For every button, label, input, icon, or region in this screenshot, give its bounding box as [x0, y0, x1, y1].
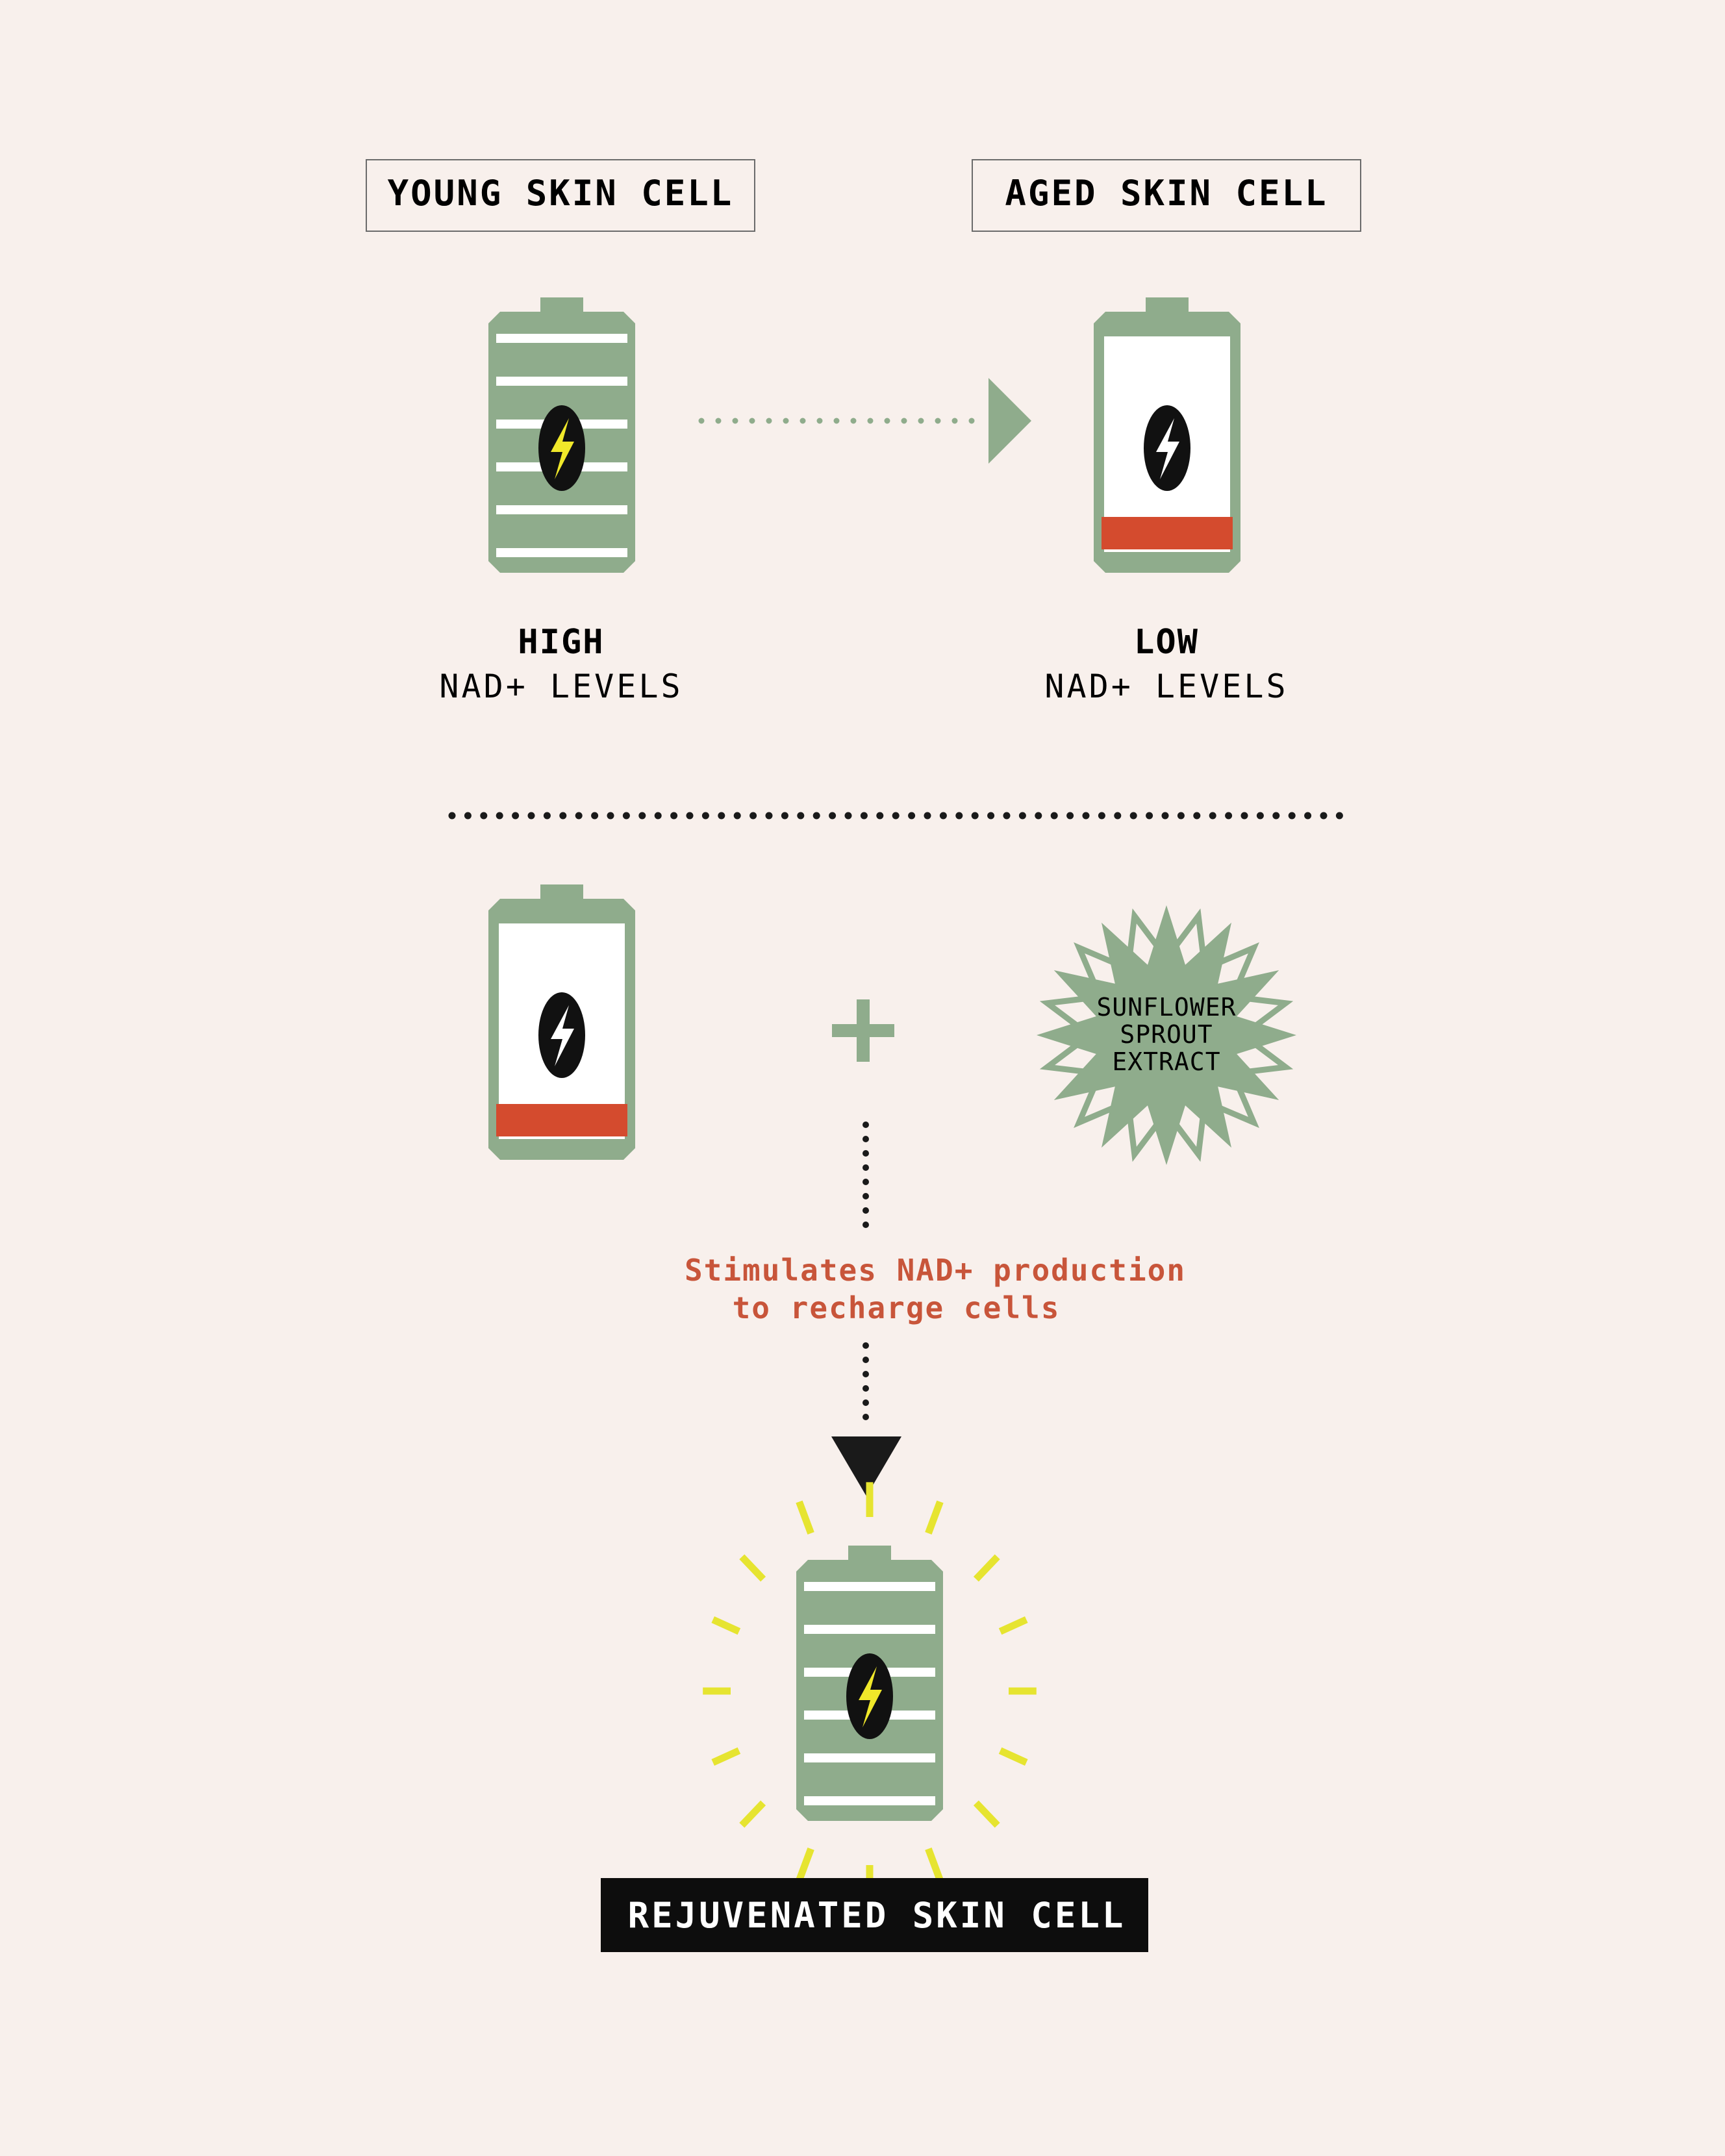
battery-full-icon: [488, 297, 635, 573]
arrow-down-icon: [831, 1342, 901, 1496]
glow-ray: [973, 1800, 1000, 1828]
glow-rays: [703, 1482, 1037, 1900]
aged-skin-cell-text: AGED SKIN CELL: [1005, 173, 1328, 214]
starburst-icon: SUNFLOWER SPROUT EXTRACT: [1037, 905, 1296, 1165]
glow-ray: [739, 1800, 766, 1828]
young-skin-cell-label: YOUNG SKIN CELL: [366, 159, 755, 232]
extract-line-1: SUNFLOWER: [1097, 993, 1237, 1022]
battery-low-icon: [488, 884, 635, 1160]
glow-ray: [796, 1847, 814, 1882]
glow-ray: [739, 1554, 766, 1582]
glow-ray: [973, 1554, 1000, 1582]
aged-skin-cell-label: AGED SKIN CELL: [972, 159, 1361, 232]
high-sub-label: NAD+ LEVELS: [439, 668, 683, 705]
arrow-right-icon: [698, 378, 1031, 464]
plus-icon: [832, 999, 894, 1062]
glow-ray: [925, 1847, 944, 1882]
extract-line-2: SPROUT: [1120, 1020, 1213, 1049]
rejuvenated-skin-cell-text: REJUVENATED SKIN CELL: [628, 1895, 1126, 1936]
glow-ray: [998, 1616, 1028, 1635]
glow-ray: [711, 1747, 741, 1766]
glow-ray: [925, 1500, 944, 1535]
young-skin-cell-text: YOUNG SKIN CELL: [388, 173, 734, 214]
rejuvenated-skin-cell-label: REJUVENATED SKIN CELL: [601, 1878, 1148, 1952]
stimulates-line-1: Stimulates NAD+ production: [685, 1253, 1186, 1288]
high-label: HIGH: [518, 623, 604, 662]
battery-low-icon: [1094, 297, 1240, 573]
glow-ray: [711, 1616, 741, 1635]
glow-ray: [796, 1500, 814, 1535]
low-label: LOW: [1134, 623, 1199, 662]
battery-full-icon: [796, 1546, 943, 1821]
glow-ray: [998, 1747, 1028, 1766]
stimulates-line-2: to recharge cells: [733, 1290, 1061, 1325]
extract-line-3: EXTRACT: [1112, 1047, 1220, 1076]
low-sub-label: NAD+ LEVELS: [1044, 668, 1288, 705]
